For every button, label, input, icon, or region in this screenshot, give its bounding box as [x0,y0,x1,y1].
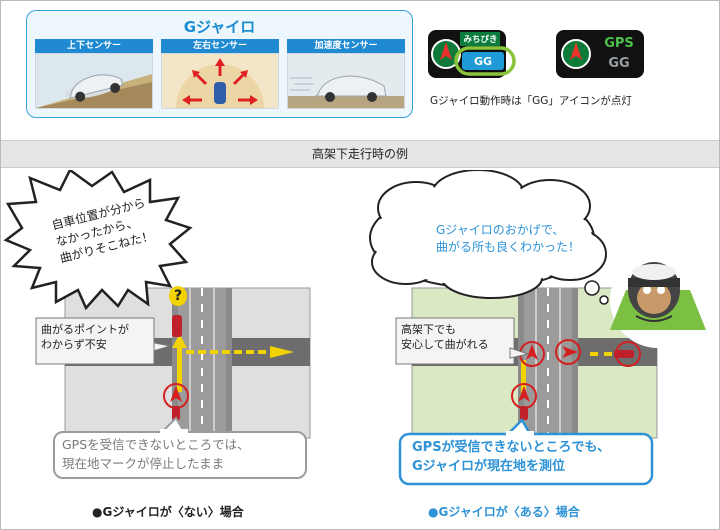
right-caption: ●Gジャイロが〈ある〉場合 [428,505,580,519]
icon2-bottom-label: GG [608,56,630,71]
left-callout-line: わからず不安 [41,338,107,351]
g-gyro-box: Gジャイロ 上下センサー 左右センサー [26,10,413,152]
left-note-text: GPSを受信できないところでは、 現在地マークが停止したまま [62,435,250,473]
car-top-icon [214,82,226,104]
left-note-line: GPSを受信できないところでは、 [62,437,250,452]
lateral-sensor-image [161,53,279,152]
vertical-sensor-panel: 上下センサー [35,39,153,111]
left-callout-box [35,317,155,365]
left-note-line: 現在地マークが停止したまま [62,456,225,471]
icon2-top-label: GPS [604,36,634,51]
sports-car-icon [65,74,124,102]
icon1-bottom-label: GG [473,55,493,68]
lateral-sensor-panel: 左右センサー [161,39,279,152]
direction-arrows-icon [182,58,258,105]
moving-car-icon [314,75,387,97]
car-icon [614,350,634,358]
left-speech-burst [3,170,193,311]
right-note-text: GPSが受信できないところでも、 Gジャイロが現在地を測位 [412,438,610,476]
acceleration-sensor-panel: 加速度センサー [287,39,405,111]
michibiki-gg-icon: みちびき GG [428,28,516,80]
left-callout-text: 曲がるポイントが わからず不安 [41,322,129,352]
acceleration-sensor-image [287,53,405,109]
gps-gg-icon: GPS GG [556,28,646,80]
right-callout-line: 安心して曲がれる [401,338,489,351]
section-band: 高架下走行時の例 [1,140,719,168]
monkey-driver-icon [610,252,706,348]
vertical-sensor-label: 上下センサー [35,39,153,53]
left-callout-line: 曲がるポイントが [41,323,129,336]
g-gyro-title: Gジャイロ [183,18,256,36]
car-icon [172,315,182,337]
right-note-line: GPSが受信できないところでも、 [412,440,611,455]
left-caption: ●Gジャイロが〈ない〉場合 [92,505,244,519]
right-note-line: Gジャイロが現在地を測位 [412,459,566,474]
right-speech-line: Gジャイロのおかげで、 [436,223,565,237]
right-speech-text: Gジャイロのおかげで、 曲がる所も良くわかった！ [436,222,580,256]
question-mark-icon: ? [169,286,187,306]
vertical-sensor-image [35,53,153,109]
right-callout-text: 高架下でも 安心して曲がれる [401,322,489,352]
acceleration-sensor-label: 加速度センサー [287,39,405,53]
icon1-top-label: みちびき [463,35,498,45]
lateral-sensor-label: 左右センサー [161,39,279,53]
right-callout-line: 高架下でも [401,323,456,336]
right-callout-box [395,317,515,365]
left-scene [3,170,311,479]
gg-icon-caption: Gジャイロ動作時は「GG」アイコンが点灯 [430,95,632,107]
right-scene [369,170,706,486]
right-speech-line: 曲がる所も良くわかった！ [436,240,581,254]
